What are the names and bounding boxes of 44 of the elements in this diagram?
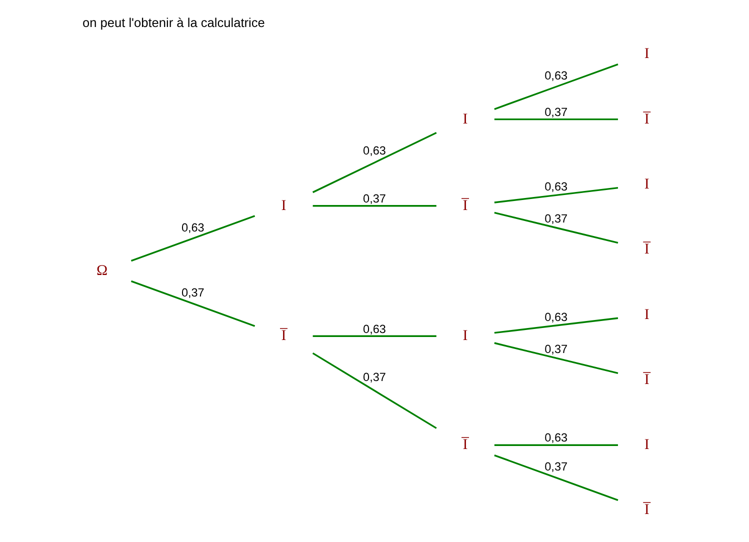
diagram-title: on peut l'obtenir à la calculatrice — [82, 15, 265, 30]
edge-label: 0,37 — [544, 460, 568, 474]
connector — [494, 63, 618, 110]
node-text: I — [462, 111, 468, 128]
edge-label: 0,63 — [544, 310, 568, 324]
connector — [494, 186, 618, 204]
connector — [312, 352, 437, 429]
edge-label: 0,63 — [544, 70, 568, 83]
connector — [494, 444, 618, 446]
edge-label: 0,37 — [363, 370, 386, 384]
connector — [312, 204, 436, 207]
node-text: I̅ — [462, 437, 468, 454]
node-text: I̅ — [281, 328, 286, 344]
edge-label: 0,37 — [181, 286, 204, 300]
node-text: I — [644, 46, 650, 62]
node-text: I̅ — [644, 502, 650, 518]
connector — [130, 215, 256, 262]
connector — [494, 317, 618, 334]
edge-label: 0,63 — [363, 322, 386, 336]
node-text: I̅ — [644, 242, 650, 258]
node-text: Ω — [96, 262, 108, 279]
node-text: I — [644, 306, 650, 323]
node-text: I — [281, 198, 286, 214]
node-text: I̅ — [644, 111, 650, 128]
connector — [312, 335, 436, 338]
node-text: I̅ — [644, 372, 650, 388]
edge-label: 0,37 — [363, 192, 386, 206]
connector — [494, 212, 618, 244]
edge-label: 0,37 — [544, 106, 568, 119]
connector — [312, 132, 437, 194]
node-text: I — [644, 176, 650, 192]
connector — [494, 342, 618, 374]
edge-label: 0,63 — [544, 432, 568, 445]
node-text: I — [462, 328, 468, 344]
connector — [494, 454, 618, 501]
node-text: I̅ — [462, 198, 468, 214]
connector — [130, 280, 256, 327]
edge-label: 0,63 — [181, 221, 204, 234]
edge-label: 0,63 — [363, 144, 386, 158]
edge-label: 0,37 — [544, 212, 568, 226]
node-text: I — [644, 437, 650, 454]
edge-label: 0,63 — [544, 180, 568, 194]
edge-label: 0,37 — [544, 343, 568, 356]
connector — [494, 118, 618, 120]
